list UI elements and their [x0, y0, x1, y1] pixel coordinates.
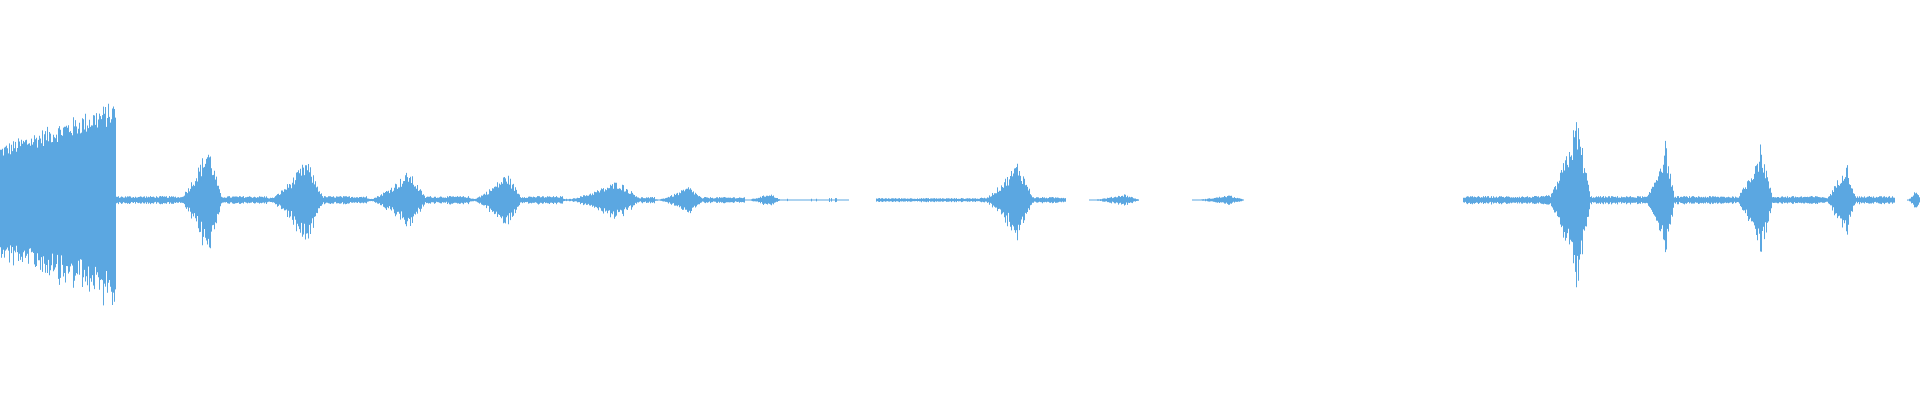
waveform-samples — [0, 103, 1920, 306]
waveform-trace — [0, 103, 1920, 306]
